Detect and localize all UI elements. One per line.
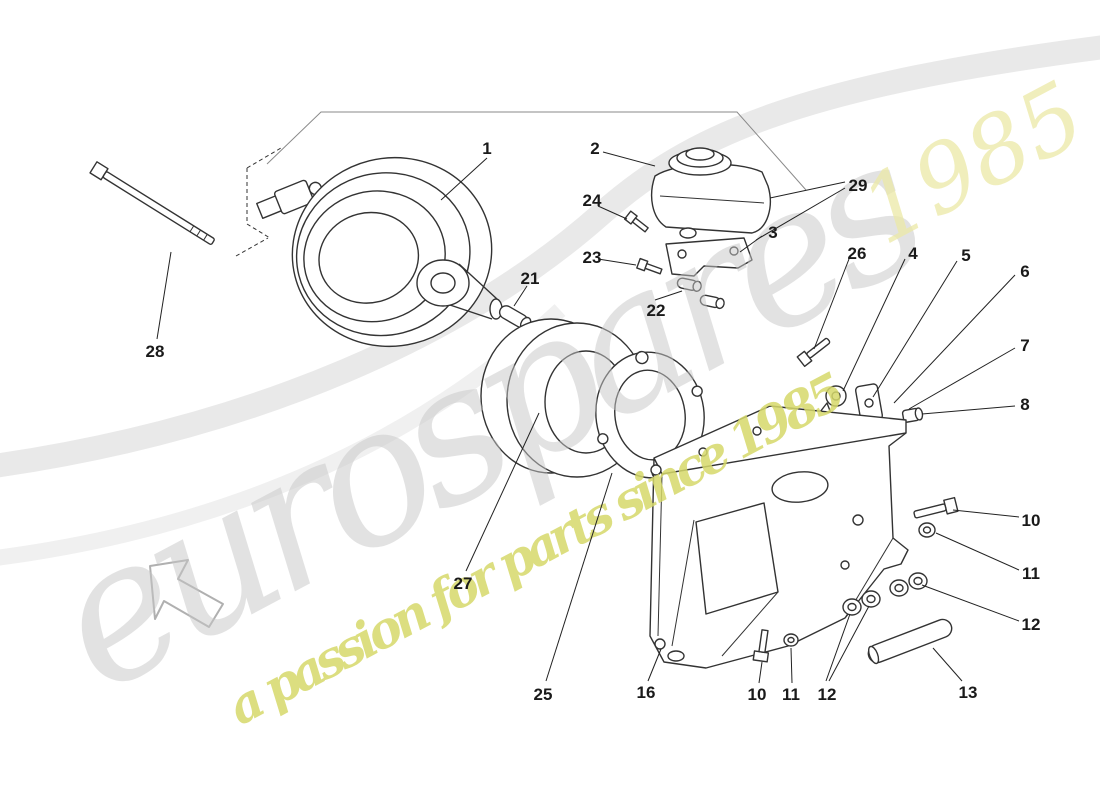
frame-line (266, 111, 807, 191)
bolt-10-right (913, 496, 959, 519)
brake-servo (246, 147, 503, 348)
callout-10-bottom: 10 (748, 685, 767, 704)
callout-13: 13 (959, 683, 978, 702)
callout-11-right: 11 (1022, 564, 1040, 583)
bolt-10-bottom (752, 629, 770, 663)
callout-24: 24 (583, 191, 602, 210)
leader-lines (156, 151, 1020, 684)
screw-23 (636, 257, 663, 275)
gasket-plate (595, 350, 705, 480)
callout-8: 8 (1020, 395, 1029, 414)
callout-3: 3 (768, 223, 777, 242)
direction-arrow-icon (149, 559, 224, 628)
bolt-pair (676, 277, 725, 310)
callout-labels: 1 2 29 24 23 3 26 4 5 6 7 8 21 22 28 10 … (146, 139, 1041, 704)
reservoir-bracket (665, 237, 753, 277)
bushing (901, 407, 924, 423)
callout-12-bottom: 12 (818, 685, 837, 704)
callout-6: 6 (1020, 262, 1029, 281)
bolt-26 (796, 337, 831, 368)
screw-24 (623, 210, 649, 233)
seals-12-bottom (842, 590, 881, 616)
callout-28: 28 (146, 342, 165, 361)
callout-29: 29 (849, 176, 868, 195)
callout-22: 22 (647, 301, 666, 320)
pin-13 (867, 618, 953, 665)
callout-27: 27 (454, 574, 473, 593)
mounting-bracket (649, 405, 909, 669)
callout-23: 23 (583, 248, 602, 267)
callout-12-right: 12 (1022, 615, 1041, 634)
fluid-reservoir (651, 147, 771, 239)
callout-26: 26 (848, 244, 867, 263)
callout-21: 21 (521, 269, 540, 288)
callout-4: 4 (908, 244, 918, 263)
bolt-guide-dashed-line (235, 237, 269, 257)
swoosh-curve-top (0, 35, 1100, 478)
callout-11-bottom: 11 (782, 685, 800, 704)
callout-2: 2 (590, 139, 599, 158)
callout-7: 7 (1020, 336, 1029, 355)
callout-10-right: 10 (1022, 511, 1041, 530)
washer-11-right (918, 522, 936, 538)
washer-11-bottom (783, 633, 799, 647)
callout-16: 16 (637, 683, 656, 702)
seals-12-right (889, 572, 928, 597)
callout-5: 5 (961, 246, 970, 265)
callout-1: 1 (482, 139, 491, 158)
long-bolt (89, 161, 215, 245)
callout-25: 25 (534, 685, 553, 704)
